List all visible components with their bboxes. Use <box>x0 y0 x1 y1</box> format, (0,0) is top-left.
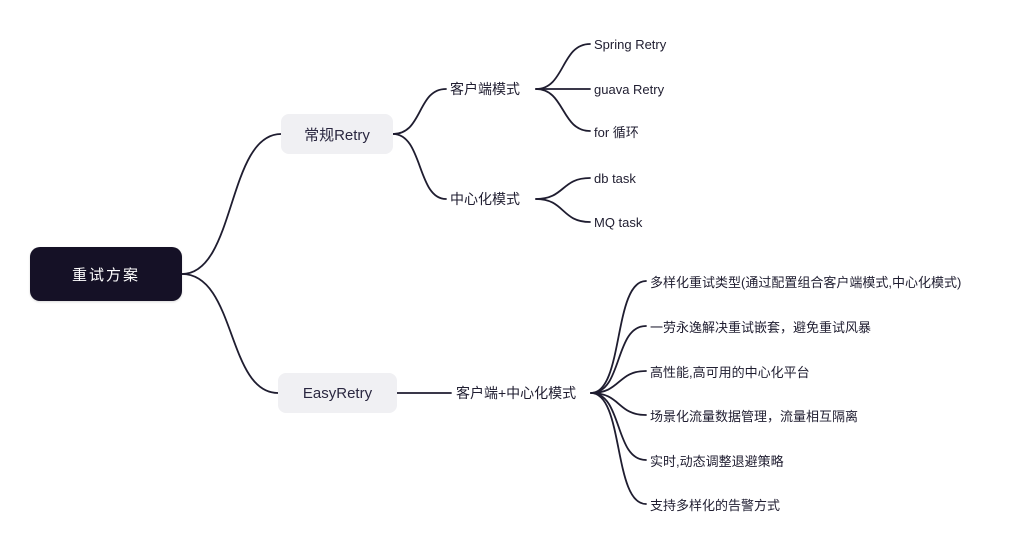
leaf-node-high-performance-platform[interactable]: 高性能,高可用的中心化平台 <box>650 364 810 380</box>
connector-root-branch0 <box>181 133 282 275</box>
leaf-node-scenario-traffic-isolation[interactable]: 场景化流量数据管理，流量相互隔离 <box>650 408 859 424</box>
connector-child00-leaf0 <box>535 43 591 90</box>
connector-child01-leaf1 <box>535 198 591 223</box>
leaf-node-spring-retry[interactable]: Spring Retry <box>594 36 667 52</box>
leaf-node-db-task[interactable]: db task <box>594 170 636 186</box>
connector-child10-leaf0 <box>590 280 647 394</box>
connector-child10-leaf5 <box>590 392 647 505</box>
connector-child10-leaf4 <box>590 392 647 461</box>
leaf-node-for-loop[interactable]: for 循环 <box>594 124 639 140</box>
connector-child00-leaf2 <box>535 88 591 132</box>
branch-node-easyretry[interactable]: EasyRetry <box>278 373 397 413</box>
connector-child10-leaf3 <box>590 392 647 416</box>
sub-node-client-mode[interactable]: 客户端模式 <box>450 81 520 97</box>
leaf-node-guava-retry[interactable]: guava Retry <box>594 81 665 97</box>
connector-child10-leaf2 <box>590 370 647 394</box>
leaf-node-dynamic-backoff[interactable]: 实时,动态调整退避策略 <box>650 453 784 469</box>
sub-node-centralized-mode[interactable]: 中心化模式 <box>450 191 520 207</box>
leaf-node-diverse-alerting[interactable]: 支持多样化的告警方式 <box>650 497 781 513</box>
connector-root-branch1 <box>181 273 279 394</box>
leaf-node-diverse-retry-types[interactable]: 多样化重试类型(通过配置组合客户端模式,中心化模式) <box>650 274 962 290</box>
root-node[interactable]: 重试方案 <box>30 247 182 301</box>
connector-child01-leaf0 <box>535 177 591 200</box>
connector-child10-leaf1 <box>590 325 647 394</box>
leaf-node-avoid-retry-storm[interactable]: 一劳永逸解决重试嵌套，避免重试风暴 <box>650 319 872 335</box>
leaf-node-mq-task[interactable]: MQ task <box>594 214 643 230</box>
connector-branch0-child0 <box>392 88 447 135</box>
connector-branch0-child1 <box>392 133 447 200</box>
branch-node-regular-retry[interactable]: 常规Retry <box>281 114 393 154</box>
sub-node-client-plus-centralized[interactable]: 客户端+中心化模式 <box>456 385 577 401</box>
